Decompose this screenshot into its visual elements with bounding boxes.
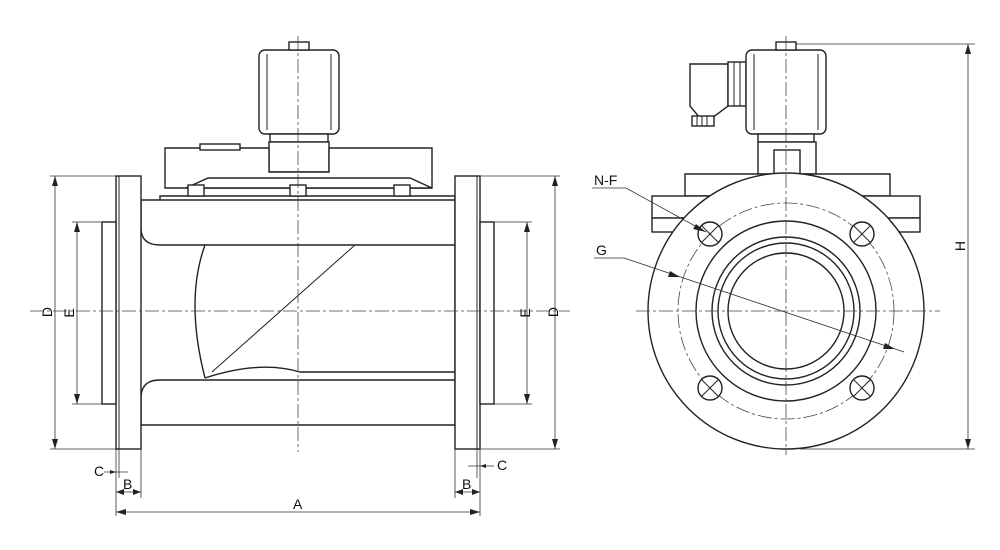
bolt-holes — [697, 221, 875, 401]
bolt-hole-bottom-right — [849, 375, 875, 401]
dimension-h — [796, 43, 975, 450]
label-e-right: E — [517, 308, 533, 317]
dimension-d-right — [480, 175, 560, 450]
bolt-hole-bottom-left — [697, 375, 723, 401]
label-c-left: C — [94, 463, 104, 479]
leader-nf — [592, 187, 707, 233]
bolt-hole-top-left — [697, 221, 723, 247]
label-c-right: C — [497, 457, 507, 473]
left-flange — [101, 175, 142, 450]
side-valve-stem — [757, 141, 817, 175]
bolt-hole-top-right — [849, 221, 875, 247]
label-nf: N-F — [594, 172, 617, 188]
label-d-left: D — [39, 307, 55, 317]
dimension-a — [115, 498, 481, 516]
label-b-left: B — [123, 476, 132, 492]
label-h: H — [952, 241, 968, 251]
front-view: D E E D — [30, 36, 570, 516]
label-d-right: D — [545, 307, 561, 317]
dimensions-c-b-right — [454, 449, 494, 498]
valve-stem — [268, 141, 330, 173]
side-view: N-F G H — [592, 36, 975, 455]
label-a: A — [293, 496, 303, 512]
label-e-left: E — [61, 308, 77, 317]
right-flange — [454, 175, 495, 450]
label-g: G — [596, 242, 607, 258]
dimension-e-right — [494, 221, 532, 405]
dimensions-c-b-left — [104, 449, 142, 498]
dimension-e-left — [72, 221, 102, 405]
leader-g — [594, 257, 905, 353]
dimension-d-left — [50, 175, 116, 450]
label-b-right: B — [462, 476, 471, 492]
connector-plug — [689, 61, 747, 127]
solenoid-coil — [258, 41, 340, 143]
